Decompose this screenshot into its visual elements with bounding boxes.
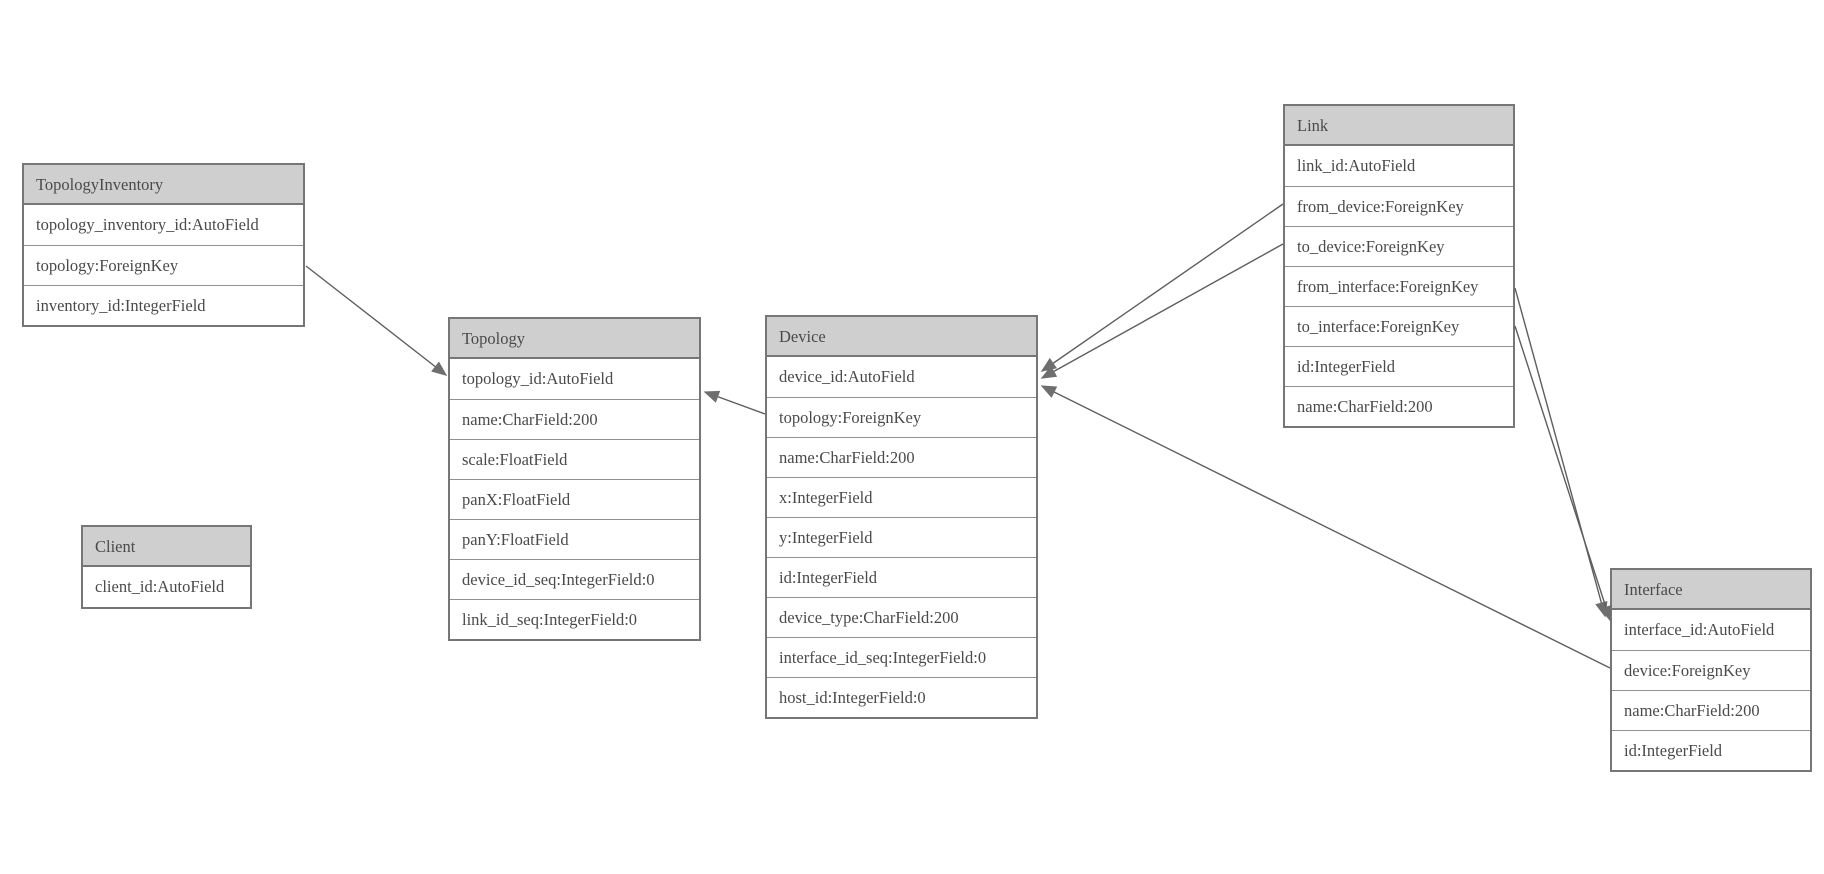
entity-title-topology: Topology: [450, 319, 699, 359]
entity-field: link_id:AutoField: [1297, 156, 1416, 175]
entity-field: device_type:CharField:200: [767, 597, 1036, 637]
entity-field: scale:FloatField: [450, 439, 699, 479]
entity-field: name:CharField:200: [767, 437, 1036, 477]
entity-title-link: Link: [1285, 106, 1513, 146]
entity-field: id:IntegerField: [1612, 730, 1810, 770]
edge-link-from-device: [1040, 203, 1284, 372]
entity-field: client_id:AutoField: [95, 577, 225, 596]
edge-link-to-interface: [1514, 325, 1612, 622]
entity-field: topology_inventory_id:AutoField: [36, 215, 259, 234]
entity-field: id:IntegerField: [1285, 346, 1513, 386]
entity-field: to_device:ForeignKey: [1285, 226, 1513, 266]
entity-device: Device device_id:AutoField topology:Foreig…: [765, 315, 1038, 719]
entity-link: Link link_id:AutoField from_device:Foreign…: [1283, 104, 1515, 428]
entity-topology-inventory: TopologyInventory topology_inventory_id:A…: [22, 163, 305, 327]
entity-topology: Topology topology_id:AutoField name:CharFi…: [448, 317, 701, 641]
edge-device-topology: [703, 390, 766, 415]
entity-field: from_interface:ForeignKey: [1285, 266, 1513, 306]
entity-field: topology:ForeignKey: [767, 397, 1036, 437]
entity-field: interface_id_seq:IntegerField:0: [767, 637, 1036, 677]
entity-field: id:IntegerField: [767, 557, 1036, 597]
entity-field: name:CharField:200: [1612, 690, 1810, 730]
entity-title-client: Client: [83, 527, 250, 567]
edge-link-to-device: [1040, 243, 1284, 379]
edge-interface-device: [1040, 385, 1611, 669]
entity-field: from_device:ForeignKey: [1285, 186, 1513, 226]
entity-field: interface_id:AutoField: [1624, 620, 1775, 639]
entity-field: name:CharField:200: [1285, 386, 1513, 426]
entity-field: name:CharField:200: [450, 399, 699, 439]
entity-field: y:IntegerField: [767, 517, 1036, 557]
entity-title-topology-inventory: TopologyInventory: [24, 165, 303, 205]
entity-field: device_id_seq:IntegerField:0: [450, 559, 699, 599]
entity-field: host_id:IntegerField:0: [767, 677, 1036, 717]
entity-title-device: Device: [767, 317, 1036, 357]
entity-field: device:ForeignKey: [1612, 650, 1810, 690]
entity-field: panX:FloatField: [450, 479, 699, 519]
entity-field: to_interface:ForeignKey: [1285, 306, 1513, 346]
edge-topologyinventory-topology: [305, 265, 448, 376]
entity-field: x:IntegerField: [767, 477, 1036, 517]
entity-field: topology:ForeignKey: [24, 245, 303, 285]
entity-field: topology_id:AutoField: [462, 369, 614, 388]
entity-field: device_id:AutoField: [779, 367, 915, 386]
entity-field: inventory_id:IntegerField: [24, 285, 303, 325]
entity-interface: Interface interface_id:AutoField device:Fo…: [1610, 568, 1812, 772]
entity-field: panY:FloatField: [450, 519, 699, 559]
entity-title-interface: Interface: [1612, 570, 1810, 610]
edge-link-from-interface: [1514, 287, 1608, 618]
entity-client: Client client_id:AutoField: [81, 525, 252, 609]
entity-field: link_id_seq:IntegerField:0: [450, 599, 699, 639]
